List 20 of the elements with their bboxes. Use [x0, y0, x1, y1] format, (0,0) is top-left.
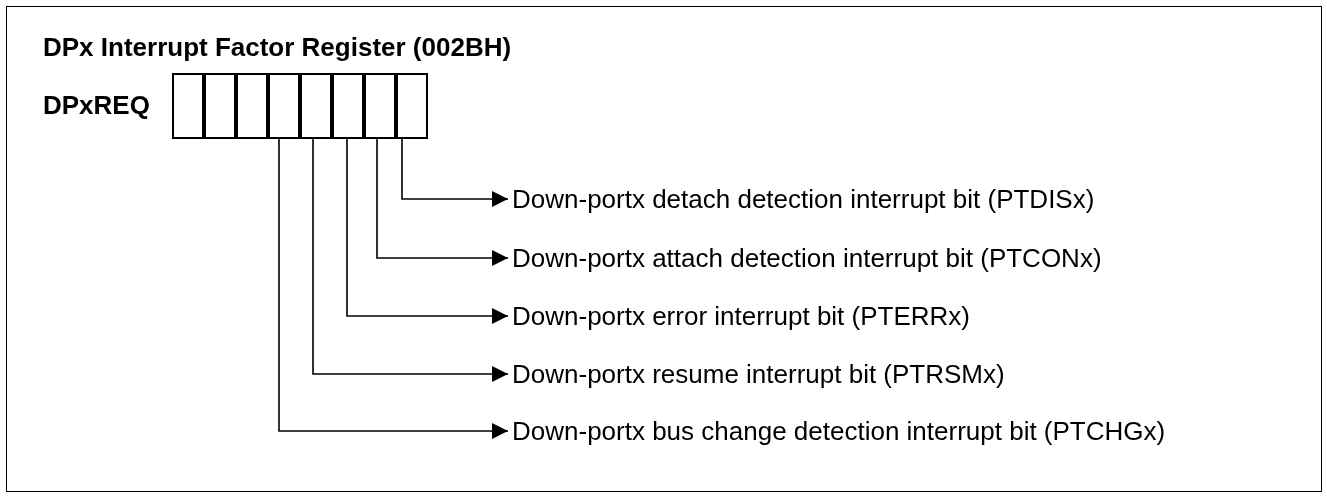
register-title: DPx Interrupt Factor Register (002BH)	[43, 31, 512, 63]
leader-arrow	[346, 138, 509, 324]
bit-description: Down-portx resume interrupt bit (PTRSMx)	[512, 359, 1005, 389]
bit-description: Down-portx bus change detection interrupt bit (PTCHGx)	[512, 416, 1166, 446]
bit-description: Down-portx detach detection interrupt bit (PTDISx)	[512, 184, 1095, 214]
leader-arrow	[401, 138, 509, 207]
bit-description: Down-portx attach detection interrupt bit (PTCONx)	[512, 243, 1102, 273]
leader-arrow	[278, 138, 509, 439]
leader-arrow	[312, 138, 509, 382]
register-bit-cell	[364, 73, 396, 139]
register-name: DPxREQ	[43, 89, 150, 121]
leader-arrow	[376, 138, 509, 266]
register-bit-cell	[172, 73, 204, 139]
register-bit-cell	[204, 73, 236, 139]
register-bit-cell	[332, 73, 364, 139]
register-bit-cell	[268, 73, 300, 139]
register-bit-cell	[300, 73, 332, 139]
bit-description: Down-portx error interrupt bit (PTERRx)	[512, 301, 970, 331]
register-bit-cell	[396, 73, 428, 139]
register-bit-cell	[236, 73, 268, 139]
